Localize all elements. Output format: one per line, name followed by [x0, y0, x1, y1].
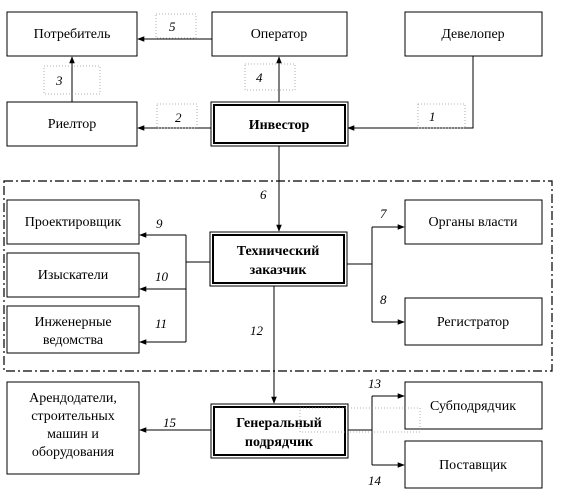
label-guides: [43, 13, 466, 433]
svg-text:Субподрядчик: Субподрядчик: [430, 399, 516, 414]
engineering-agencies-box: Инженерные ведомства: [6, 305, 140, 354]
subcontractor-box: Субподрядчик: [404, 381, 543, 430]
lessors-box: Арендодатели, строительных машин и обору…: [6, 381, 140, 475]
surveyors-box: Изыскатели: [6, 252, 140, 298]
svg-text:Оператор: Оператор: [251, 27, 308, 42]
svg-text:Инженерные: Инженерные: [34, 315, 111, 330]
svg-text:подрядчик: подрядчик: [245, 435, 314, 450]
arrow-number-6: 6: [260, 187, 267, 202]
authorities-box: Органы власти: [404, 199, 543, 245]
svg-text:Девелопер: Девелопер: [441, 27, 504, 42]
arrow-number-3: 3: [55, 73, 63, 88]
svg-text:Арендодатели,: Арендодатели,: [29, 391, 117, 406]
arrow-number-11: 11: [155, 316, 167, 331]
developer-box: Девелопер: [404, 11, 543, 57]
svg-text:ведомства: ведомства: [43, 333, 104, 348]
arrow-number-2: 2: [175, 110, 182, 125]
arrow-number-13: 13: [368, 376, 382, 391]
arrow-number-5: 5: [169, 19, 176, 34]
designer-box: Проектировщик: [6, 199, 140, 245]
investor-box: Инвестор: [210, 101, 349, 147]
svg-text:Проектировщик: Проектировщик: [25, 215, 122, 230]
svg-text:машин и: машин и: [47, 427, 99, 442]
svg-text:Изыскатели: Изыскатели: [38, 268, 109, 283]
svg-text:Риелтор: Риелтор: [48, 117, 96, 132]
operator-box: Оператор: [211, 11, 348, 57]
realtor-box: Риелтор: [6, 101, 138, 147]
arrow-number-10: 10: [155, 269, 169, 284]
technical-customer-box: Технический заказчик: [209, 231, 348, 287]
arrow-number-9: 9: [156, 216, 163, 231]
svg-text:Органы власти: Органы власти: [429, 215, 518, 230]
arrow-number-15: 15: [163, 415, 177, 430]
svg-text:Технический: Технический: [237, 244, 320, 259]
organizational-boundary: [3, 180, 553, 372]
arrow-1: [347, 56, 474, 131]
svg-text:Инвестор: Инвестор: [249, 118, 310, 133]
consumer-box: Потребитель: [6, 11, 138, 57]
arrow-number-7: 7: [380, 206, 387, 221]
arrow-number-14: 14: [368, 473, 382, 488]
arrow-number-4: 4: [256, 70, 263, 85]
svg-text:Потребитель: Потребитель: [34, 27, 111, 42]
arrow-number-12: 12: [250, 323, 264, 338]
svg-text:Поставщик: Поставщик: [439, 458, 507, 473]
svg-text:заказчик: заказчик: [250, 263, 308, 278]
registrar-box: Регистратор: [404, 297, 543, 346]
svg-text:Регистратор: Регистратор: [437, 315, 509, 330]
arrow-number-8: 8: [380, 292, 387, 307]
supplier-box: Поставщик: [404, 440, 543, 489]
svg-text:строительных: строительных: [31, 409, 115, 424]
svg-text:Генеральный: Генеральный: [236, 416, 322, 431]
general-contractor-box: Генеральный подрядчик: [210, 403, 349, 459]
arrow-number-1: 1: [429, 109, 436, 124]
svg-text:оборудования: оборудования: [32, 445, 115, 460]
